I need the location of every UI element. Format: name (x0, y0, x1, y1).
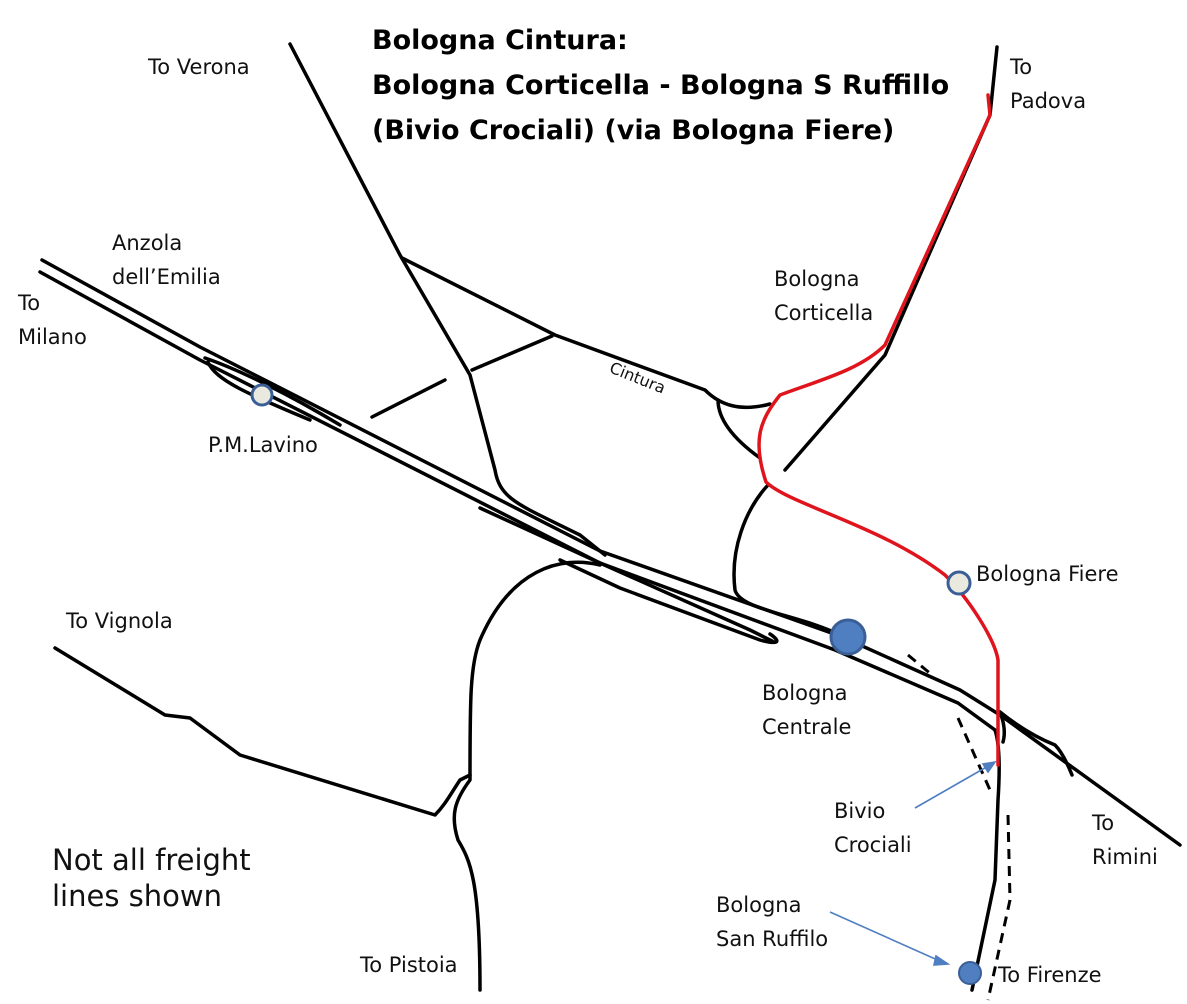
label-centrale-2: Centrale (762, 715, 852, 739)
track-network (38, 42, 1182, 992)
track-freight-parallel-b (558, 558, 779, 645)
label-to-padova-1: To (1010, 55, 1033, 79)
station-bologna-centrale (829, 618, 867, 656)
track-lavino-loop-b (206, 360, 312, 422)
label-centrale-1: Bologna (762, 681, 848, 705)
label-anzola-1: Anzola (112, 231, 183, 255)
station-bologna-fiere (946, 570, 972, 596)
dashed-freight (907, 653, 1012, 1001)
label-anzola-2: dell’Emilia (112, 265, 221, 289)
station-san-ruffilo (958, 961, 982, 985)
title-line-1: Bologna Cintura: (372, 25, 628, 56)
label-corticella-1: Bologna (774, 267, 860, 291)
label-to-firenze: To Firenze (998, 963, 1102, 987)
label-to-pistoia: To Pistoia (360, 953, 458, 977)
label-pm-lavino: P.M.Lavino (208, 433, 318, 457)
arrow-ruffilo-head (932, 954, 951, 966)
highlight-route (757, 93, 1000, 767)
title-line-3: (Bivio Crociali) (via Bologna Fiere) (372, 115, 895, 146)
track-cintura-centrale-link (732, 483, 842, 637)
label-crociali-2: Crociali (834, 833, 912, 857)
track-dashed-connector (370, 378, 447, 419)
label-to-milano-1: To (18, 291, 41, 315)
freight-note: Not all freight lines shown (52, 842, 251, 914)
track-cintura-belt (400, 256, 772, 410)
label-to-rimini-1: To (1092, 811, 1115, 835)
track-freight-parallel-a (478, 506, 776, 644)
arrow-crociali-head (981, 760, 997, 774)
label-ruffilo-1: Bologna (716, 893, 802, 917)
label-ruffilo-2: San Ruffilo (716, 927, 829, 951)
track-rimini-loop (998, 710, 1074, 777)
track-padova-line (783, 45, 999, 472)
station-pm-lavino (250, 383, 274, 407)
track-milano-line-b (38, 270, 997, 732)
track-rimini-spur (998, 710, 1006, 744)
track-dashed-connector-2 (470, 334, 554, 372)
track-vignola-line (53, 646, 472, 817)
arrow-ruffilo (829, 911, 943, 963)
arrow-crociali (914, 764, 991, 809)
track-cintura-link (716, 398, 762, 460)
track-verona-line (288, 42, 607, 557)
track-pistoia-line (452, 560, 602, 992)
label-crociali-1: Bivio (834, 799, 886, 823)
dashed-freight-firenze (986, 814, 1012, 1001)
pointer-arrows (829, 760, 997, 966)
note-line-1: Not all freight (52, 843, 251, 877)
label-bologna-fiere: Bologna Fiere (976, 562, 1119, 586)
label-to-verona: To Verona (148, 55, 250, 79)
label-to-milano-2: Milano (18, 325, 87, 349)
note-line-2: lines shown (52, 879, 222, 913)
track-milano-line-a (40, 258, 1182, 847)
title-line-2: Bologna Corticella - Bologna S Ruffillo (372, 70, 950, 101)
label-corticella-2: Corticella (774, 301, 874, 325)
label-to-vignola: To Vignola (66, 609, 173, 633)
diagram-title: Bologna Cintura: Bologna Corticella - Bo… (372, 18, 949, 153)
dashed-freight-centrale (907, 653, 933, 677)
label-to-rimini-2: Rimini (1092, 845, 1158, 869)
label-to-padova-2: Padova (1010, 89, 1087, 113)
dashed-freight-crociali (956, 717, 992, 791)
